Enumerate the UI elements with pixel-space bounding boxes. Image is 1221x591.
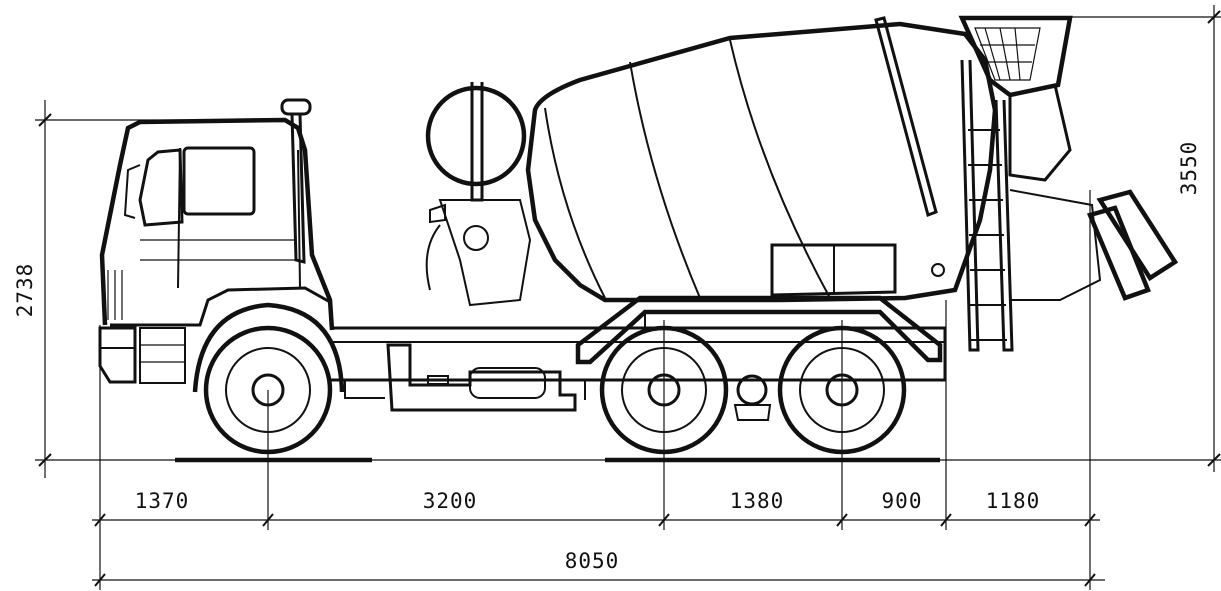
dimension-labels: 1370 3200 1380 900 1180 8050 2738 3550 — [13, 141, 1201, 573]
rear-ladder — [960, 59, 1014, 352]
water-tank — [425, 82, 532, 307]
chassis-frame — [330, 326, 947, 400]
cab — [99, 117, 335, 384]
tandem-axle — [733, 374, 772, 421]
exhaust-stack — [280, 98, 312, 264]
dim-tandem-spacing: 1380 — [730, 489, 785, 513]
dim-overall-length: 8050 — [565, 549, 620, 573]
hopper — [958, 15, 1073, 182]
dim-front-overhang: 1370 — [135, 489, 190, 513]
front-bumper — [98, 326, 137, 384]
truck-illustration — [98, 15, 1179, 463]
dim-chute-overhang: 1180 — [986, 489, 1041, 513]
mixer-drum — [525, 21, 998, 365]
dim-rear-to-frame-end: 900 — [882, 489, 923, 513]
dimension-lines — [35, 5, 1221, 590]
fuel-tank — [386, 343, 577, 412]
dim-wheelbase-front: 3200 — [423, 489, 478, 513]
discharge-chute — [1009, 189, 1179, 301]
dim-cab-height: 2738 — [13, 263, 37, 318]
dim-overall-height: 3550 — [1177, 141, 1201, 196]
drum-rod — [874, 16, 945, 277]
